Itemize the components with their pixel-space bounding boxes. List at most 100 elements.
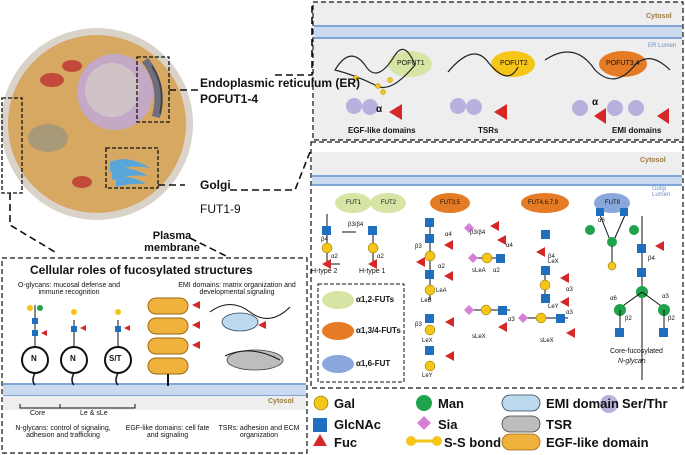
mitochondrion	[72, 176, 92, 188]
anchor-st: S/T	[109, 354, 122, 363]
struct-htype1: H-type 1	[359, 268, 386, 275]
core-label: Core	[30, 410, 46, 417]
link-a3-2: α3	[662, 294, 669, 300]
vacuole	[28, 124, 68, 152]
er-lumen-label: ER Lumen	[648, 43, 677, 49]
roles-title: Cellular roles of fucosylated structures	[30, 263, 253, 277]
link-b4-1: β4	[321, 237, 328, 243]
cell-illustration	[1, 28, 193, 220]
legend-serthr: Ser/Thr	[622, 396, 668, 411]
struct-nglycan: N-glycan	[618, 358, 646, 365]
er-zoom-box	[136, 56, 170, 123]
struct-lex-1: LeX	[422, 338, 433, 344]
emi-domains-label: EMI domains	[612, 126, 662, 135]
er-structure	[142, 58, 163, 118]
golgi-label: Golgi	[200, 178, 231, 192]
link-b4-3: β4	[648, 256, 655, 262]
link-a3-3: α3	[566, 287, 573, 293]
golgi-zoom-box	[105, 147, 159, 189]
golgi-lumen-label: Golgi Lumen	[652, 186, 671, 198]
er-enzymes: POFUT1-4	[200, 92, 259, 106]
link-a4-1: α4	[445, 232, 452, 238]
er-cytosol-label: Cytosol	[646, 13, 672, 20]
pofut1-label: POFUT1	[397, 60, 425, 67]
struct-slea: sLeA	[472, 268, 486, 274]
link-a2-3: α2	[438, 264, 445, 270]
pm-zoom-box	[1, 97, 23, 194]
link-b3-2: β3	[415, 322, 422, 328]
nglycan-note: N-glycans: control of signaling, adhesio…	[15, 425, 111, 439]
golgi-panel	[310, 141, 684, 389]
legend-ss-bond: S-S bond	[444, 435, 502, 450]
legend-fuc: Fuc	[334, 435, 358, 450]
er-panel	[312, 1, 684, 141]
link-a2-1: α2	[331, 254, 338, 260]
oglycan-note: O-glycans: mucosal defense and immune re…	[18, 282, 120, 296]
struct-ley-1: LeY	[422, 373, 433, 379]
mitochondrion	[62, 60, 82, 72]
link-b4-2: β4	[548, 254, 555, 260]
pofut34-enzyme	[599, 51, 647, 77]
connectors	[9, 2, 313, 259]
struct-core-fuc: Core-fucosylated	[610, 348, 663, 355]
legend-glcnac: GlcNAc	[334, 417, 381, 432]
link-b3b4-1: β3/β4	[348, 222, 364, 228]
anchor-n-2: N	[70, 354, 76, 363]
legend-icons	[313, 394, 618, 451]
link-b3b4-2: β3/β4	[470, 230, 486, 236]
link-a4-2: α4	[506, 243, 513, 249]
struct-lea: LeA	[436, 288, 447, 294]
link-a2-2: α2	[377, 254, 384, 260]
link-a3-4: α3	[566, 310, 573, 316]
legend-tsr: TSR	[546, 417, 572, 432]
struct-slex-2: sLeX	[540, 338, 554, 344]
er-label: Endoplasmic reticulum (ER)	[200, 76, 361, 90]
tsr-note: TSRs: adhesion and ECM organization	[218, 425, 300, 439]
link-b2-1: β2	[625, 316, 632, 322]
golgi-cytosol-label: Cytosol	[640, 157, 666, 164]
mitochondrion	[40, 73, 64, 87]
fut1-label: FUT1	[346, 200, 361, 206]
er-subtitle: POFUT1-4	[200, 92, 258, 106]
pofut1-enzyme	[388, 51, 432, 77]
link-a2-4: α2	[493, 268, 500, 274]
egf-domains-label: EGF-like domains	[348, 126, 416, 135]
fut-class-a16: α1,6-FUT	[356, 359, 391, 368]
legend-sia: Sia	[438, 417, 458, 432]
fut35-label: FUT3,5	[440, 200, 461, 206]
golgi-enzymes: FUT1-9	[200, 202, 241, 216]
pofut2-label: POFUT2	[500, 60, 528, 67]
struct-slex-1: sLeX	[472, 334, 486, 340]
nucleus-inner	[85, 63, 139, 117]
fut4679-label: FUT4,6,7,9	[528, 200, 559, 206]
link-a3-1: α3	[508, 317, 515, 323]
le-sle-label: Le & sLe	[80, 410, 108, 417]
legend-egf: EGF-like domain	[546, 435, 649, 450]
struct-htype2: H-type 2	[311, 268, 338, 275]
pm-label: Plasma membrane	[144, 230, 200, 254]
fut2-label: FUT2	[381, 200, 396, 206]
egf-note: EGF-like domains: cell fate and signalin…	[125, 425, 210, 439]
fut-class-a12: α1,2-FUTs	[356, 295, 395, 304]
emi-note: EMI domains: matrix organization and dev…	[178, 282, 296, 296]
roles-cytosol-label: Cytosol	[268, 398, 294, 405]
fut8-label: FUT8	[605, 200, 620, 206]
er-alpha-1: α	[376, 104, 383, 115]
anchor-n-1: N	[31, 354, 37, 363]
link-b3-1: β3	[415, 244, 422, 250]
pofut2-enzyme	[491, 51, 535, 77]
legend-emi: EMI domain	[546, 396, 619, 411]
fut-class-a134: α1,3/4-FUTs	[356, 326, 401, 335]
struct-leb: LeB	[421, 298, 432, 304]
struct-ley-2: LeY	[548, 304, 559, 310]
legend-gal: Gal	[334, 396, 355, 411]
er-alpha-2: α	[592, 97, 599, 108]
tsrs-label: TSRs	[478, 126, 499, 135]
legend-man: Man	[438, 396, 464, 411]
link-a6-1: α6	[598, 218, 605, 224]
link-b2-2: β2	[668, 316, 675, 322]
roles-panel	[1, 257, 308, 454]
golgi-apparatus	[110, 159, 150, 187]
struct-lex-2: LeX	[548, 259, 559, 265]
